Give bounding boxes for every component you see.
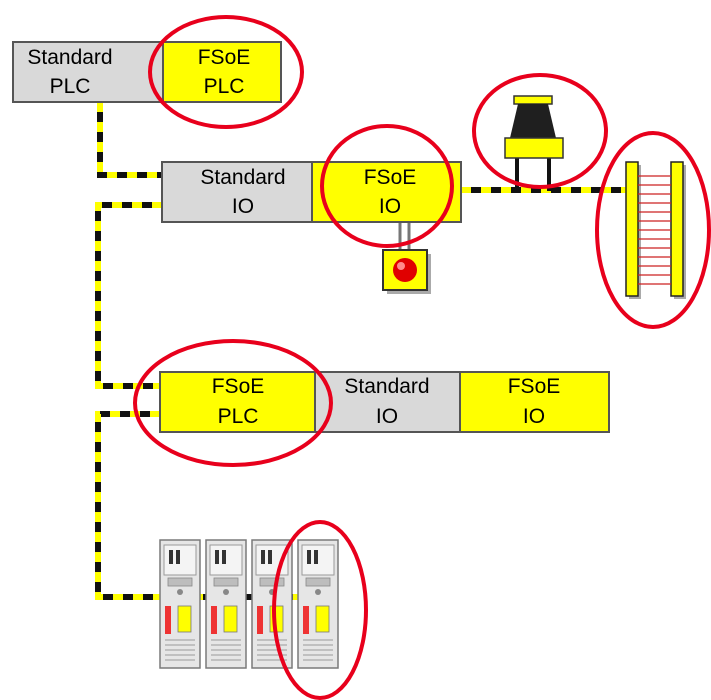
- drive-module: [205, 539, 247, 669]
- ethercat-cables: [95, 102, 626, 600]
- lower-standard-io-line2: IO: [376, 405, 398, 428]
- io-standard-box: [161, 161, 313, 223]
- lower-fsoe-plc-line2: PLC: [218, 405, 259, 428]
- servo-drives-icon: [159, 539, 339, 669]
- io-fsoe-box: [311, 161, 462, 223]
- highlight-signal-tower: [472, 73, 608, 189]
- cable-plc-to-io: [97, 102, 162, 178]
- top-standard-plc-line2: PLC: [50, 75, 91, 98]
- lower-standard-io-box: [314, 371, 461, 433]
- highlight-circles: [133, 15, 711, 700]
- io-standard-line2: IO: [232, 195, 254, 218]
- io-standard-line1: Standard: [200, 166, 285, 189]
- top-fsoe-plc-box: [162, 41, 282, 103]
- cable-lower-block-to-drives: [95, 411, 312, 600]
- lower-standard-io-line1: Standard: [344, 375, 429, 398]
- signal-tower-icon: [504, 95, 564, 159]
- highlight-light-curtain: [595, 131, 711, 329]
- lower-fsoe-plc-line1: FSoE: [212, 375, 265, 398]
- top-standard-plc-line1: Standard: [27, 46, 112, 69]
- emergency-stop-icon: [382, 249, 431, 294]
- cable-io-to-lower-block: [95, 202, 162, 389]
- highlight-drive: [272, 520, 368, 700]
- lower-block: FSoE PLC Standard IO FSoE IO: [159, 371, 610, 433]
- lower-fsoe-plc-box: [159, 371, 316, 433]
- light-curtain-icon: [625, 161, 686, 299]
- io-fsoe-line2: IO: [379, 195, 401, 218]
- io-fsoe-line1: FSoE: [364, 166, 417, 189]
- io-block: Standard IO FSoE IO: [161, 161, 462, 223]
- top-fsoe-plc-line1: FSoE: [198, 46, 251, 69]
- drive-module: [297, 539, 339, 669]
- top-fsoe-plc-line2: PLC: [204, 75, 245, 98]
- drive-module: [251, 539, 293, 669]
- lower-fsoe-io-line2: IO: [523, 405, 545, 428]
- top-plc-block: Standard PLC FSoE PLC: [12, 41, 282, 103]
- lower-fsoe-io-box: [459, 371, 610, 433]
- highlight-fsoe-io: [320, 124, 454, 248]
- lower-fsoe-io-line1: FSoE: [508, 375, 561, 398]
- highlight-top-fsoe-plc: [148, 15, 304, 129]
- drive-module: [159, 539, 201, 669]
- highlight-lower-fsoe-plc: [133, 339, 333, 467]
